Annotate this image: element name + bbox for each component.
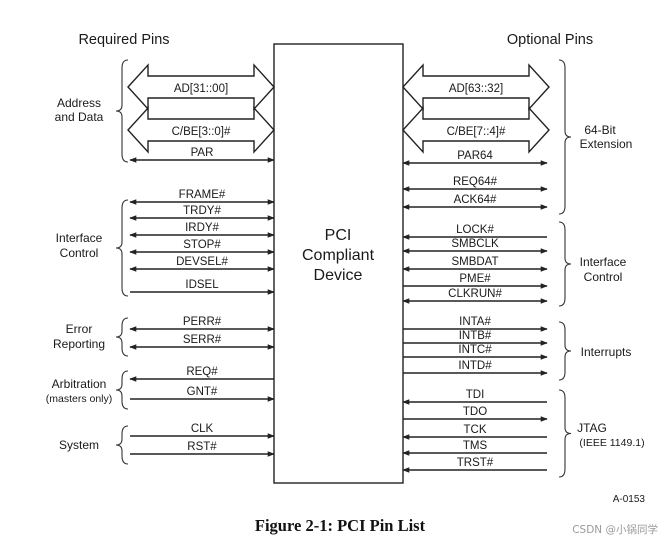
- right-signal-par64-label: PAR64: [457, 150, 493, 162]
- left-signal-c-be-3-0-label: C/BE[3::0]#: [172, 126, 231, 138]
- left-signal-perr-label: PERR#: [183, 316, 222, 328]
- right-group-label-0-1: Extension: [580, 137, 633, 151]
- right-signal-ad-63-32-bus-arrow: [402, 63, 550, 111]
- left-signal-trdy-label: TRDY#: [183, 205, 221, 217]
- right-signal-lock-label: LOCK#: [456, 224, 494, 236]
- left-group-brace-2: [115, 317, 129, 357]
- figure-id: A-0153: [613, 494, 646, 505]
- right-signal-tdi-label: TDI: [466, 389, 485, 401]
- device-box: [273, 43, 404, 484]
- left-group-brace-0: [115, 59, 129, 163]
- right-group-label-1-0: Interface: [580, 255, 627, 269]
- left-group-label-2-1: Reporting: [53, 337, 105, 351]
- left-signal-par-label: PAR: [191, 147, 214, 159]
- left-signal-frame-label: FRAME#: [179, 189, 226, 201]
- required-pins-header: Required Pins: [78, 32, 169, 48]
- left-group-label-0-0: Address: [57, 96, 101, 110]
- left-group-label-2-0: Error: [66, 322, 93, 336]
- left-signal-gnt-label: GNT#: [187, 386, 218, 398]
- signal-lines: AD[31::00]C/BE[3::0]#PARFRAME#TRDY#IRDY#…: [127, 63, 550, 473]
- left-signal-ad-31-00-label: AD[31::00]: [174, 83, 228, 95]
- right-signal-c-be-7-4-bus-arrow: [402, 106, 550, 154]
- right-signal-tck-label: TCK: [464, 424, 487, 436]
- left-signal-ad-31-00-bus-arrow: [127, 63, 275, 111]
- figure-caption: Figure 2-1: PCI Pin List: [255, 516, 426, 535]
- right-group-label-0-0: 64-Bit: [584, 123, 616, 137]
- left-signal-stop-label: STOP#: [183, 239, 221, 251]
- device-label-line-3: Device: [314, 267, 363, 284]
- right-signal-inta-label: INTA#: [459, 316, 491, 328]
- right-group-label-2-0: Interrupts: [581, 345, 632, 359]
- right-signal-intc-label: INTC#: [458, 344, 492, 356]
- left-group-label-1-1: Control: [60, 246, 99, 260]
- left-signal-idsel-label: IDSEL: [185, 279, 219, 291]
- watermark: CSDN @小锅同学: [572, 523, 658, 536]
- left-signal-rst-label: RST#: [187, 441, 217, 453]
- optional-pins-header: Optional Pins: [507, 32, 593, 48]
- right-signal-pme-label: PME#: [459, 273, 491, 285]
- left-group-brace-3: [115, 370, 129, 410]
- right-group-label-3-0: JTAG: [577, 421, 607, 435]
- right-signal-ack64-label: ACK64#: [454, 194, 497, 206]
- right-signal-tms-label: TMS: [463, 440, 488, 452]
- right-signal-c-be-7-4-label: C/BE[7::4]#: [447, 126, 506, 138]
- left-group-label-1-0: Interface: [56, 231, 103, 245]
- left-group-brace-4: [115, 425, 129, 465]
- left-group-label-4-0: System: [59, 438, 99, 452]
- left-group-label-0-1: and Data: [55, 110, 104, 124]
- right-signal-tdo-label: TDO: [463, 406, 487, 418]
- left-group-label-3-0: Arbitration: [52, 377, 107, 391]
- right-signal-ad-63-32-label: AD[63::32]: [449, 83, 503, 95]
- left-signal-serr-label: SERR#: [183, 334, 222, 346]
- right-group-brace-0: [558, 59, 572, 215]
- left-signal-irdy-label: IRDY#: [185, 222, 219, 234]
- right-signal-intb-label: INTB#: [459, 330, 492, 342]
- device-label-line-2: Compliant: [302, 247, 375, 264]
- right-signal-intd-label: INTD#: [458, 360, 492, 372]
- right-signal-trst-label: TRST#: [457, 457, 494, 469]
- left-signal-devsel-label: DEVSEL#: [176, 256, 228, 268]
- right-group-label-3-1: (IEEE 1149.1): [579, 437, 644, 449]
- left-group-brace-1: [115, 199, 129, 297]
- left-signal-clk-label: CLK: [191, 423, 214, 435]
- right-group-label-1-1: Control: [584, 270, 623, 284]
- right-group-brace-2: [558, 321, 572, 381]
- right-signal-clkrun-label: CLKRUN#: [448, 288, 502, 300]
- right-signal-req64-label: REQ64#: [453, 176, 498, 188]
- right-group-brace-1: [558, 221, 572, 307]
- left-signal-req-label: REQ#: [186, 366, 218, 378]
- right-signal-smbdat-label: SMBDAT: [451, 256, 498, 268]
- right-group-brace-3: [558, 389, 572, 478]
- device-label-line-1: PCI: [325, 227, 352, 244]
- left-signal-c-be-3-0-bus-arrow: [127, 106, 275, 154]
- right-signal-smbclk-label: SMBCLK: [451, 238, 499, 250]
- left-group-label-3-1: (masters only): [46, 393, 113, 405]
